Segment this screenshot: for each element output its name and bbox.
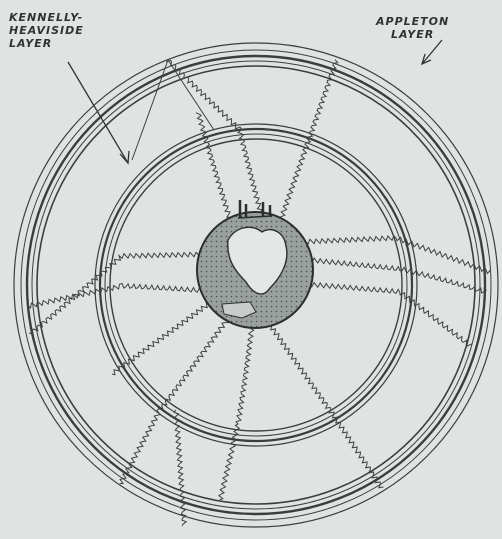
wave-path	[279, 60, 338, 222]
wave-path	[219, 326, 254, 500]
wave-path	[28, 284, 225, 308]
label-arrows	[68, 40, 442, 163]
wave-path	[112, 299, 214, 374]
wave-path	[304, 282, 472, 346]
kennelly-heaviside-arrow	[68, 62, 128, 163]
wave-path	[267, 322, 383, 488]
earth-globe-icon	[197, 212, 313, 328]
appleton-arrow	[422, 40, 442, 64]
kennelly-heaviside-label: KENNELLY- HEAVISIDE LAYER	[9, 11, 84, 50]
wave-path	[120, 313, 232, 484]
appleton-label: APPLETON LAYER	[376, 15, 449, 41]
wave-path	[29, 252, 222, 335]
